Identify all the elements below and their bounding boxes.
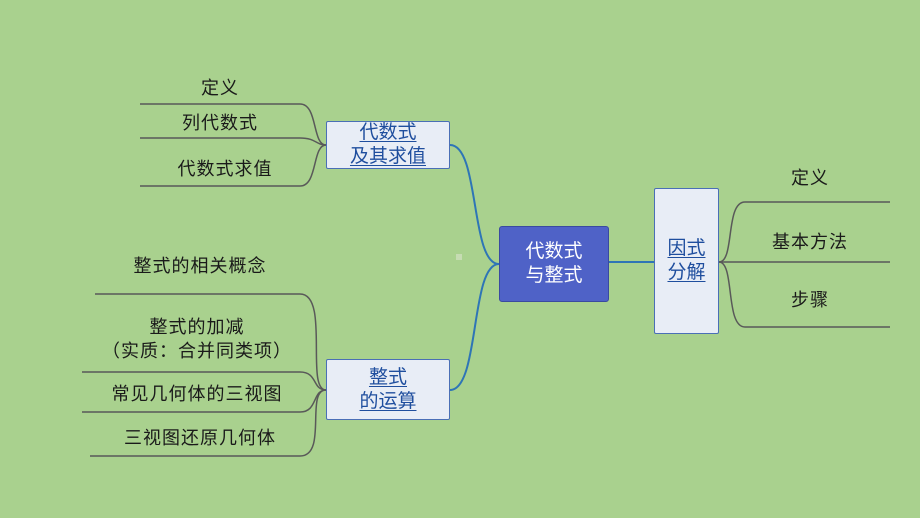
center-line-1: 代数式: [525, 240, 583, 263]
leaf-integer-three-views: 常见几何体的三视图: [111, 384, 283, 405]
leaf-integer-add-subtract: 整式的加减 （实质：合并同类项）: [82, 316, 312, 365]
leaf-line-integer-4: [90, 389, 327, 457]
leaf-integer-restore-solid: 三视图还原几何体: [124, 428, 276, 449]
leaf-algebra-evaluate: 代数式求值: [177, 159, 273, 180]
leaf-line-algebra-2: [140, 137, 327, 146]
leaf-line-factor-1: [718, 201, 890, 263]
branch-integer-line-2[interactable]: 的运算: [359, 389, 417, 412]
leaf-line-integer-2: [82, 371, 327, 391]
leaf-factor-definition: 定义: [791, 168, 829, 189]
branch-algebra-node[interactable]: 代数式 及其求值: [326, 121, 450, 169]
connector-center-integer: [449, 263, 500, 391]
leaf-algebra-write-expression: 列代数式: [182, 113, 258, 134]
leaf-line-algebra-1: [140, 103, 327, 146]
branch-algebra-line-2[interactable]: 及其求值: [349, 145, 426, 167]
leaf-line-factor-3: [718, 261, 890, 328]
leaf-integer-add-subtract-line-2: （实质：合并同类项）: [102, 341, 292, 363]
leaf-line-algebra-3: [140, 144, 327, 187]
branch-factor-line-2[interactable]: 分解: [667, 261, 706, 283]
branch-integer-node[interactable]: 整式 的运算: [326, 359, 450, 420]
connector-center-algebra: [449, 144, 500, 265]
leaf-factor-steps: 步骤: [791, 290, 829, 311]
branch-factor-line-1[interactable]: 因式: [667, 237, 706, 260]
branch-factor-node[interactable]: 因式 分解: [654, 188, 719, 334]
leaf-integer-add-subtract-line-1: 整式的加减: [149, 317, 245, 338]
branch-algebra-line-1[interactable]: 代数式: [359, 121, 417, 144]
center-node: 代数式 与整式: [499, 226, 609, 302]
branch-integer-line-1[interactable]: 整式: [368, 365, 407, 388]
center-line-2: 与整式: [525, 264, 583, 286]
leaf-line-integer-1: [95, 293, 327, 391]
leaf-algebra-definition: 定义: [201, 78, 239, 99]
leaf-integer-concepts: 整式的相关概念: [133, 256, 267, 277]
leaf-factor-methods: 基本方法: [772, 232, 848, 253]
center-marker: [456, 254, 462, 260]
